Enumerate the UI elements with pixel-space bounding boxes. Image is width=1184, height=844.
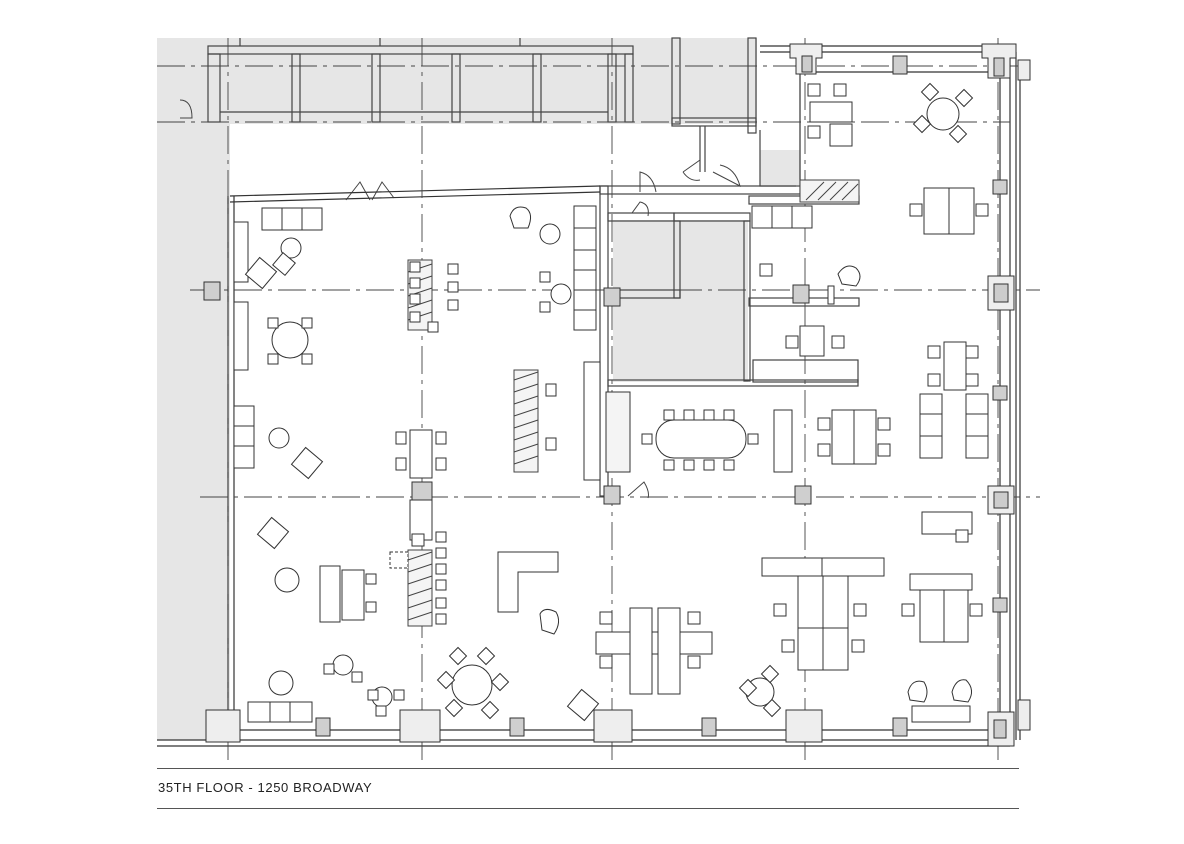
- lounge-chairs: [509, 206, 972, 703]
- core-walls: [207, 37, 860, 497]
- tables: [341, 101, 975, 695]
- exterior-walls: [157, 45, 1021, 747]
- round-table-chairs: [436, 82, 974, 720]
- facade-piers: [205, 43, 1031, 747]
- caption-rule-top: [157, 768, 1019, 769]
- caption-area: 35TH FLOOR - 1250 BROADWAY: [157, 768, 1019, 810]
- floor-caption: 35TH FLOOR - 1250 BROADWAY: [158, 780, 373, 795]
- chairs: [244, 83, 989, 722]
- sofas: [233, 205, 989, 723]
- caption-rule-bottom: [157, 808, 1019, 809]
